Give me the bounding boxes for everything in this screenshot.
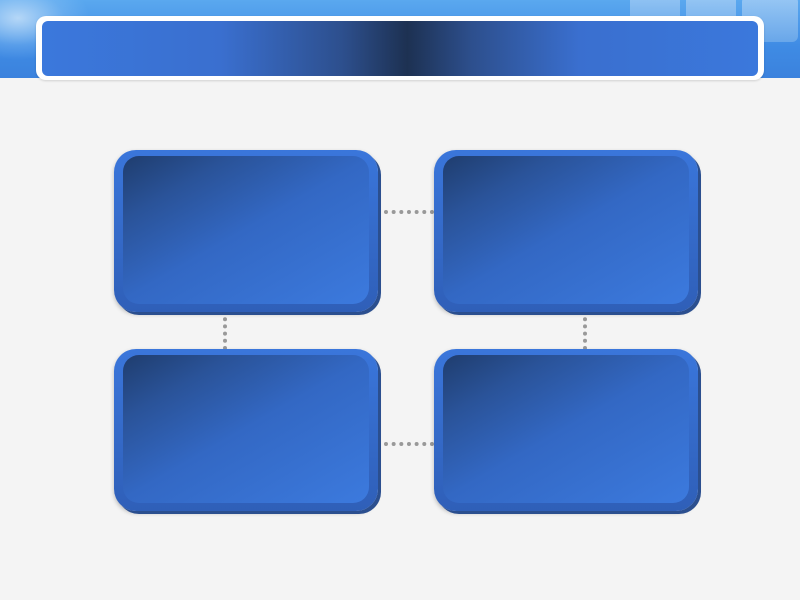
box-bottom-right[interactable] — [434, 349, 698, 511]
box-top-right[interactable] — [434, 150, 698, 312]
box-top-left[interactable] — [114, 150, 378, 312]
connector-right — [583, 310, 587, 350]
title-bar — [42, 21, 758, 76]
connector-bottom — [384, 442, 434, 446]
box-top-right-panel — [443, 156, 689, 304]
box-top-left-panel — [123, 156, 369, 304]
connector-top — [384, 210, 434, 214]
diagram-area — [0, 78, 800, 600]
box-bottom-left-panel — [123, 355, 369, 503]
box-bottom-right-panel — [443, 355, 689, 503]
box-bottom-left[interactable] — [114, 349, 378, 511]
connector-left — [223, 310, 227, 350]
